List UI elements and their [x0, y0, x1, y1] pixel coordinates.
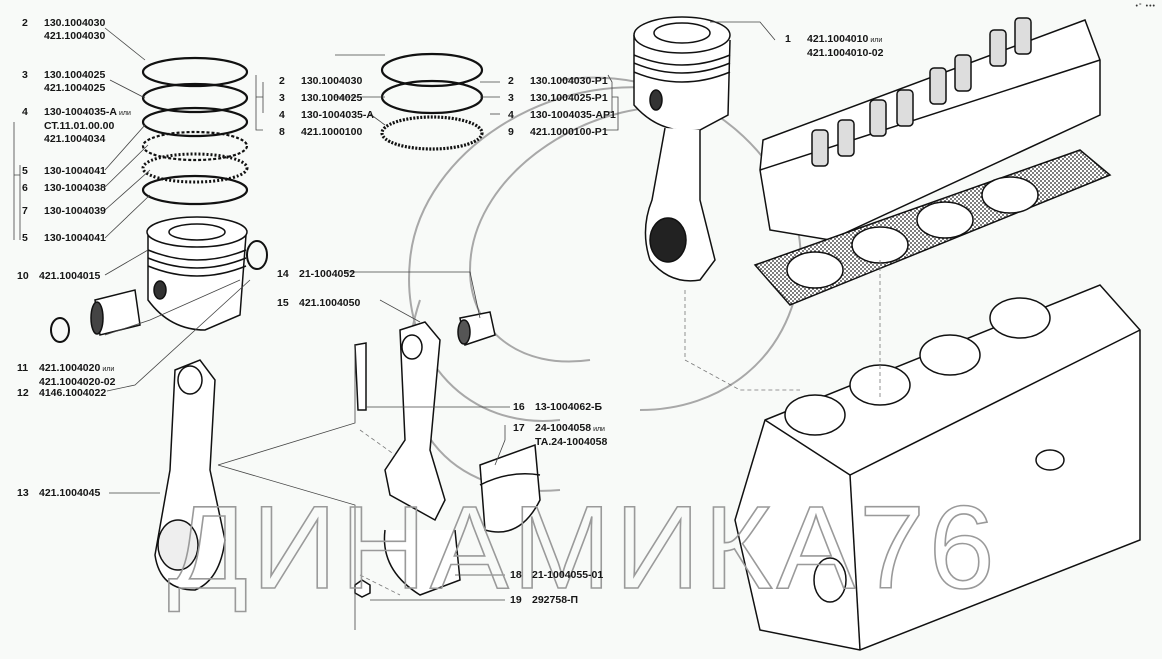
- connecting-rod-illustration: [154, 359, 226, 591]
- piston-rod-assembly-illustration: [633, 16, 731, 282]
- dashed-assembly-lines: [359, 260, 881, 596]
- ring-set-illustration: [380, 52, 484, 151]
- cylinder-head-illustration: [759, 17, 1101, 241]
- corner-mark: •° •••: [1135, 3, 1156, 10]
- piston-pin-illustration: [50, 289, 141, 343]
- watermark-text: ДИНАМИКА76: [168, 482, 998, 614]
- leader-lines: [13, 21, 776, 630]
- head-gasket-illustration: [753, 149, 1112, 306]
- cylinder-block-illustration: [734, 284, 1141, 651]
- ring-stack-illustration: [141, 56, 249, 206]
